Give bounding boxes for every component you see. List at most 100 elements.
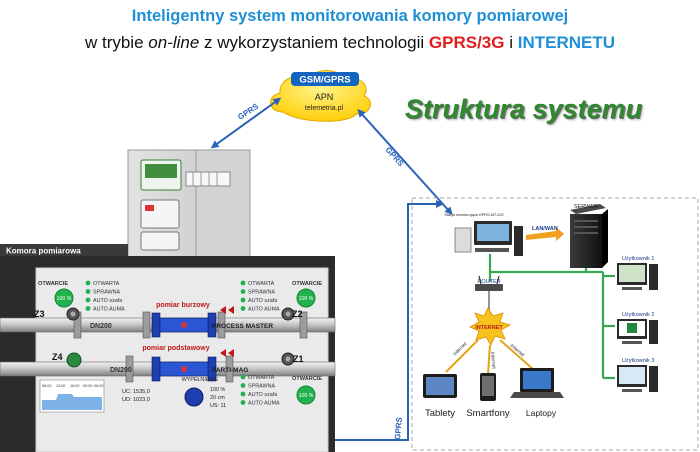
subtitle-part2: z wykorzystaniem technologii: [199, 33, 429, 52]
server-icon: SERWER: [570, 204, 608, 268]
valve-z2-label: Z2: [292, 309, 303, 319]
rt-status-4: AUTO AUMA: [248, 307, 280, 313]
din-rail-modules: [185, 171, 231, 187]
valve-z4-label: Z4: [52, 352, 63, 362]
internet-starburst: INTERNET: [469, 307, 512, 346]
trend-time-5: 06:00: [94, 384, 104, 388]
fill-value-1: 100 %: [210, 387, 225, 393]
pipe-top-meter: PROCESS MASTER: [212, 323, 273, 330]
network-area: Stacja monitorująca GPRS-MT-202 LAN/WAN …: [411, 197, 699, 451]
excel-icon: [627, 323, 637, 333]
chamber-bottom-panels: 06:00 12:00 18:00 00:00 06:00 UC: 1535,0…: [39, 377, 226, 413]
left-opening-label: OTWARCIE: [38, 281, 68, 287]
rb-status-led-1: [240, 374, 246, 380]
subtitle-internet: INTERNETU: [517, 33, 616, 52]
pipe-top-dn: DN200: [90, 323, 112, 330]
rb-status-4: AUTO AUMA: [248, 401, 280, 407]
gsm-label-bg: [291, 72, 359, 86]
rt-opening-gauge: [296, 288, 316, 308]
internet-link-phone: [487, 344, 491, 375]
rt-opening-value: 100 %: [299, 296, 314, 302]
trend-time-2: 12:00: [56, 384, 66, 388]
valve-z3-label: Z3: [34, 309, 45, 319]
user-3-label: Użytkownik 3: [622, 358, 654, 364]
right-status-panel-bottom: OTWARTA SPRAWNA AUTO szafa AUTO AUMA OTW…: [240, 374, 322, 407]
user-1-workstation: Użytkownik 1: [617, 256, 658, 290]
left-status-led-3: [85, 297, 91, 303]
cloud-gsm-text: GSM/GPRS: [299, 75, 350, 86]
internet-label: INTERNET: [475, 325, 503, 331]
rb-status-2: SPRAWNA: [248, 384, 275, 390]
user-2-workstation: Użytkownik 2: [617, 312, 658, 344]
right-status-panel-top: OTWARTA SPRAWNA AUTO szafa AUTO AUMA OTW…: [240, 280, 322, 313]
main-title: Inteligentny system monitorowania komory…: [131, 7, 569, 25]
monitoring-station: Stacja monitorująca GPRS-MT-202: [444, 213, 523, 256]
rb-status-led-3: [240, 391, 246, 397]
fill-value-3: US: 11: [210, 403, 226, 409]
measurement-chamber: Komora pomiarowa: [0, 244, 335, 452]
pipe-top-caption: pomiar burzowy: [156, 302, 210, 309]
gprs-link-station: [357, 109, 453, 215]
internet-link-label-1: Internet: [452, 341, 469, 358]
gprs-link-cabinet: [210, 97, 282, 149]
user-1-label: Użytkownik 1: [622, 256, 654, 262]
rb-status-led-4: [240, 400, 246, 405]
fill-title: WYPEŁNIENIE: [182, 377, 219, 383]
pipe-bottom-dn: DN200: [110, 367, 132, 374]
fill-tank-icon: [184, 387, 204, 407]
flow-direction-top-icon: [220, 306, 234, 314]
devices-tablets-label: Tablety: [425, 408, 455, 419]
rt-status-led-2: [240, 289, 246, 294]
rt-status-led-3: [240, 297, 246, 303]
control-cabinet: [127, 149, 251, 261]
trend-time-4: 00:00: [83, 384, 93, 388]
left-opening-value: 100 %: [57, 296, 72, 302]
user-3-workstation: Użytkownik 3: [617, 358, 658, 392]
rt-status-led-4: [240, 306, 246, 311]
network-backbone: [488, 254, 615, 380]
gprs-right-label: GPRS: [384, 145, 406, 168]
left-status-1: OTWARTA: [93, 281, 120, 287]
internet-link-tablet: [445, 339, 479, 373]
left-status-4: AUTO AUMA: [93, 307, 125, 313]
station-device-icon: [454, 227, 472, 253]
reading-uc: UC: 1535,0: [122, 389, 150, 395]
rb-opening-value: 100 %: [299, 393, 314, 399]
station-label: Stacja monitorująca GPRS-MT-202: [444, 213, 503, 217]
flow-converter-1: [140, 199, 180, 229]
left-status-led-1: [85, 280, 91, 286]
lan-wan-arrow: [526, 227, 564, 241]
left-status-led-2: [85, 289, 91, 294]
left-status-led-4: [85, 306, 91, 311]
fill-value-2: 20 cm: [210, 395, 225, 401]
left-status-3: AUTO szafa: [93, 298, 122, 304]
rb-status-led-2: [240, 383, 246, 388]
gsm-cloud: GSM/GPRS APN telemetria.pl: [270, 70, 371, 122]
subtitle: w trybie on-line z wykorzystaniem techno…: [0, 33, 700, 53]
rt-status-3: AUTO szafa: [248, 298, 277, 304]
rt-status-2: SPRAWNA: [248, 290, 275, 296]
devices-phones-label: Smartfony: [466, 408, 510, 419]
smartphone-icon: [480, 373, 496, 401]
rb-status-3: AUTO szafa: [248, 392, 277, 398]
gprs-bottom-label: GPRS: [393, 416, 404, 440]
rb-status-1: OTWARTA: [248, 375, 275, 381]
rt-status-1: OTWARTA: [248, 281, 275, 287]
rb-opening-label: OTWARCIE: [292, 376, 322, 382]
flow-converter-2: [140, 231, 180, 251]
station-pc-icon: [514, 226, 523, 256]
trend-time-1: 06:00: [42, 384, 52, 388]
pipe-bottom-meter: PARTI-MAG: [212, 367, 248, 374]
pipe-main: Z4 Z1 DN200 pomiar podstawowy PARTI-MAG: [0, 345, 336, 383]
subtitle-part1: w trybie: [84, 33, 149, 52]
devices-laptops-label: Laptopy: [526, 408, 557, 418]
network-boundary: [411, 197, 699, 451]
rb-opening-gauge: [296, 385, 316, 405]
cloud-domain-text: telemetria.pl: [305, 105, 344, 112]
rt-status-led-1: [240, 280, 246, 286]
router-label: ROUTER: [477, 279, 500, 285]
trend-time-3: 18:00: [70, 384, 80, 388]
subtitle-online: on-line: [148, 33, 200, 52]
reading-ud: UD: 1023,0: [122, 397, 150, 403]
